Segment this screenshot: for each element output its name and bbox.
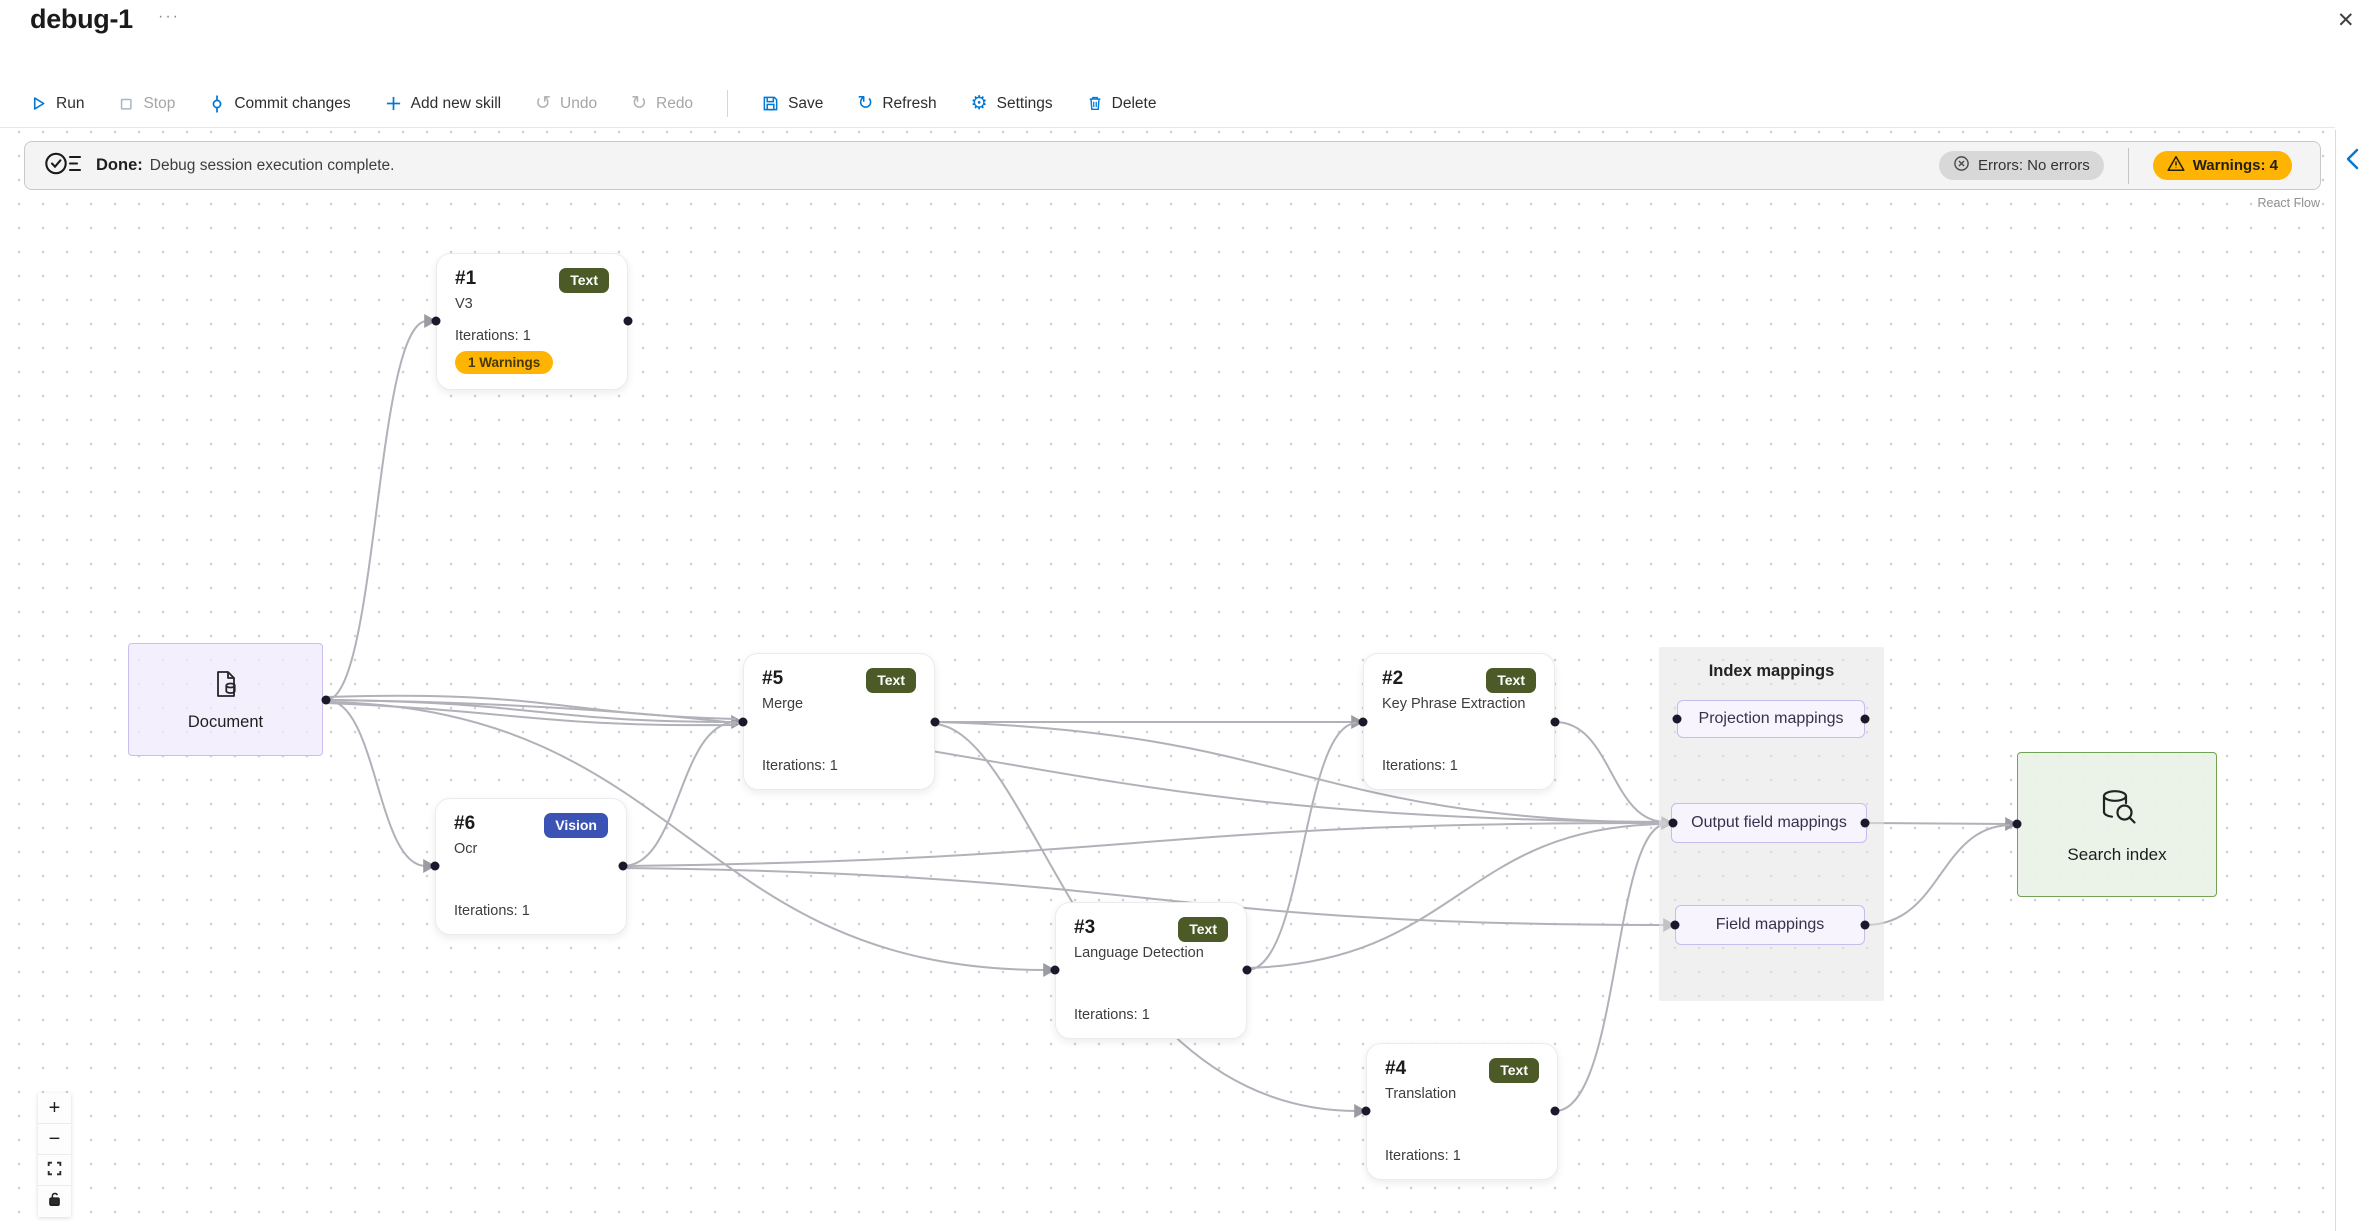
chevron-left-icon — [2342, 148, 2366, 176]
skill-iterations: Iterations: 1 — [455, 328, 531, 344]
warnings-badge[interactable]: Warnings: 4 — [2152, 151, 2292, 180]
skill-type-badge: Text — [1489, 1058, 1539, 1083]
skill-type-badge: Text — [866, 668, 916, 693]
skill-node-3[interactable]: #3 Text Language Detection Iterations: 1 — [1055, 902, 1247, 1039]
skill-name: Key Phrase Extraction — [1382, 695, 1526, 712]
settings-button[interactable]: ⚙ Settings — [970, 93, 1053, 114]
badge-divider — [2127, 147, 2129, 184]
redo-button[interactable]: ↻ Redo — [631, 93, 694, 114]
gear-icon: ⚙ — [970, 93, 988, 114]
close-icon[interactable]: ✕ — [2337, 9, 2355, 32]
skill-type-badge: Vision — [544, 813, 608, 838]
status-message: Debug session execution complete. — [149, 157, 395, 174]
plus-icon — [385, 95, 402, 112]
zoom-out-button[interactable]: − — [38, 1124, 71, 1155]
skill-id: #6 — [454, 813, 476, 834]
checklist-done-icon — [45, 150, 82, 182]
skill-id: #4 — [1385, 1058, 1407, 1079]
field-mappings-node[interactable]: Field mappings — [1675, 905, 1865, 945]
save-icon — [762, 95, 779, 112]
stop-button[interactable]: Stop — [118, 95, 175, 113]
document-icon — [210, 668, 242, 705]
fit-view-icon — [47, 1159, 62, 1182]
undo-icon: ↺ — [535, 93, 552, 114]
document-node-label: Document — [187, 712, 264, 731]
collapse-panel-button[interactable] — [2342, 146, 2366, 177]
skill-id: #2 — [1382, 668, 1404, 689]
search-index-label: Search index — [2067, 844, 2167, 864]
redo-icon: ↻ — [631, 93, 647, 114]
skill-name: Language Detection — [1074, 944, 1204, 961]
skill-iterations: Iterations: 1 — [454, 903, 530, 919]
projection-mappings-node[interactable]: Projection mappings — [1677, 700, 1865, 738]
lock-button[interactable] — [38, 1186, 71, 1217]
skill-type-badge: Text — [559, 268, 609, 293]
skill-name: Translation — [1385, 1085, 1457, 1102]
skill-node-2[interactable]: #2 Text Key Phrase Extraction Iterations… — [1363, 653, 1555, 790]
page-title: debug-1 — [30, 4, 133, 34]
stop-icon — [118, 96, 134, 112]
fit-view-button[interactable] — [38, 1155, 71, 1186]
trash-icon — [1087, 95, 1103, 112]
panel-divider — [2335, 130, 2336, 1231]
commit-changes-button[interactable]: Commit changes — [209, 95, 351, 113]
run-button[interactable]: Run — [30, 95, 84, 113]
add-new-skill-button[interactable]: Add new skill — [385, 95, 501, 113]
flow-canvas[interactable] — [0, 130, 2335, 1231]
undo-button[interactable]: ↺ Undo — [535, 93, 598, 114]
skill-name: Ocr — [454, 840, 478, 857]
skill-id: #1 — [455, 268, 477, 289]
zoom-in-button[interactable]: + — [38, 1093, 71, 1124]
skill-node-6[interactable]: #6 Vision Ocr Iterations: 1 — [435, 798, 627, 935]
skill-type-badge: Text — [1178, 917, 1228, 942]
skill-type-badge: Text — [1486, 668, 1536, 693]
skill-iterations: Iterations: 1 — [1074, 1007, 1150, 1023]
skill-name: V3 — [455, 295, 473, 312]
skill-node-4[interactable]: #4 Text Translation Iterations: 1 — [1366, 1043, 1558, 1180]
warning-triangle-icon — [2167, 155, 2185, 176]
status-banner: Done: Debug session execution complete. … — [24, 141, 2321, 190]
toolbar: Run Stop Commit changes Add new skill ↺ … — [0, 80, 2335, 128]
skill-iterations: Iterations: 1 — [1385, 1148, 1461, 1164]
refresh-button[interactable]: ↻ Refresh — [857, 93, 937, 114]
more-options-icon[interactable]: ··· — [158, 8, 180, 25]
error-circle-icon — [1953, 155, 1970, 176]
search-index-node[interactable]: Search index — [2017, 752, 2217, 897]
skill-warnings-badge[interactable]: 1 Warnings — [455, 351, 554, 374]
unlock-icon — [47, 1190, 62, 1213]
skill-name: Merge — [762, 695, 804, 712]
errors-badge[interactable]: Errors: No errors — [1939, 151, 2104, 180]
search-index-icon — [2094, 785, 2140, 836]
index-mappings-title: Index mappings — [1708, 662, 1835, 680]
skill-iterations: Iterations: 1 — [1382, 758, 1458, 774]
toolbar-divider — [727, 90, 729, 117]
skill-id: #5 — [762, 668, 784, 689]
document-node[interactable]: Document — [128, 643, 323, 756]
react-flow-attribution[interactable]: React Flow — [2257, 196, 2320, 210]
save-button[interactable]: Save — [762, 95, 823, 113]
skill-node-5[interactable]: #5 Text Merge Iterations: 1 — [743, 653, 935, 790]
skill-iterations: Iterations: 1 — [762, 758, 838, 774]
commit-icon — [209, 95, 225, 113]
zoom-controls: + − — [38, 1093, 71, 1217]
play-icon — [30, 95, 47, 112]
delete-button[interactable]: Delete — [1087, 95, 1156, 113]
status-done-label: Done: — [96, 156, 143, 174]
skill-id: #3 — [1074, 917, 1096, 938]
refresh-icon: ↻ — [857, 93, 874, 114]
output-field-mappings-node[interactable]: Output field mappings — [1671, 803, 1867, 843]
skill-node-1[interactable]: #1 Text V3 Iterations: 1 1 Warnings — [436, 253, 628, 390]
